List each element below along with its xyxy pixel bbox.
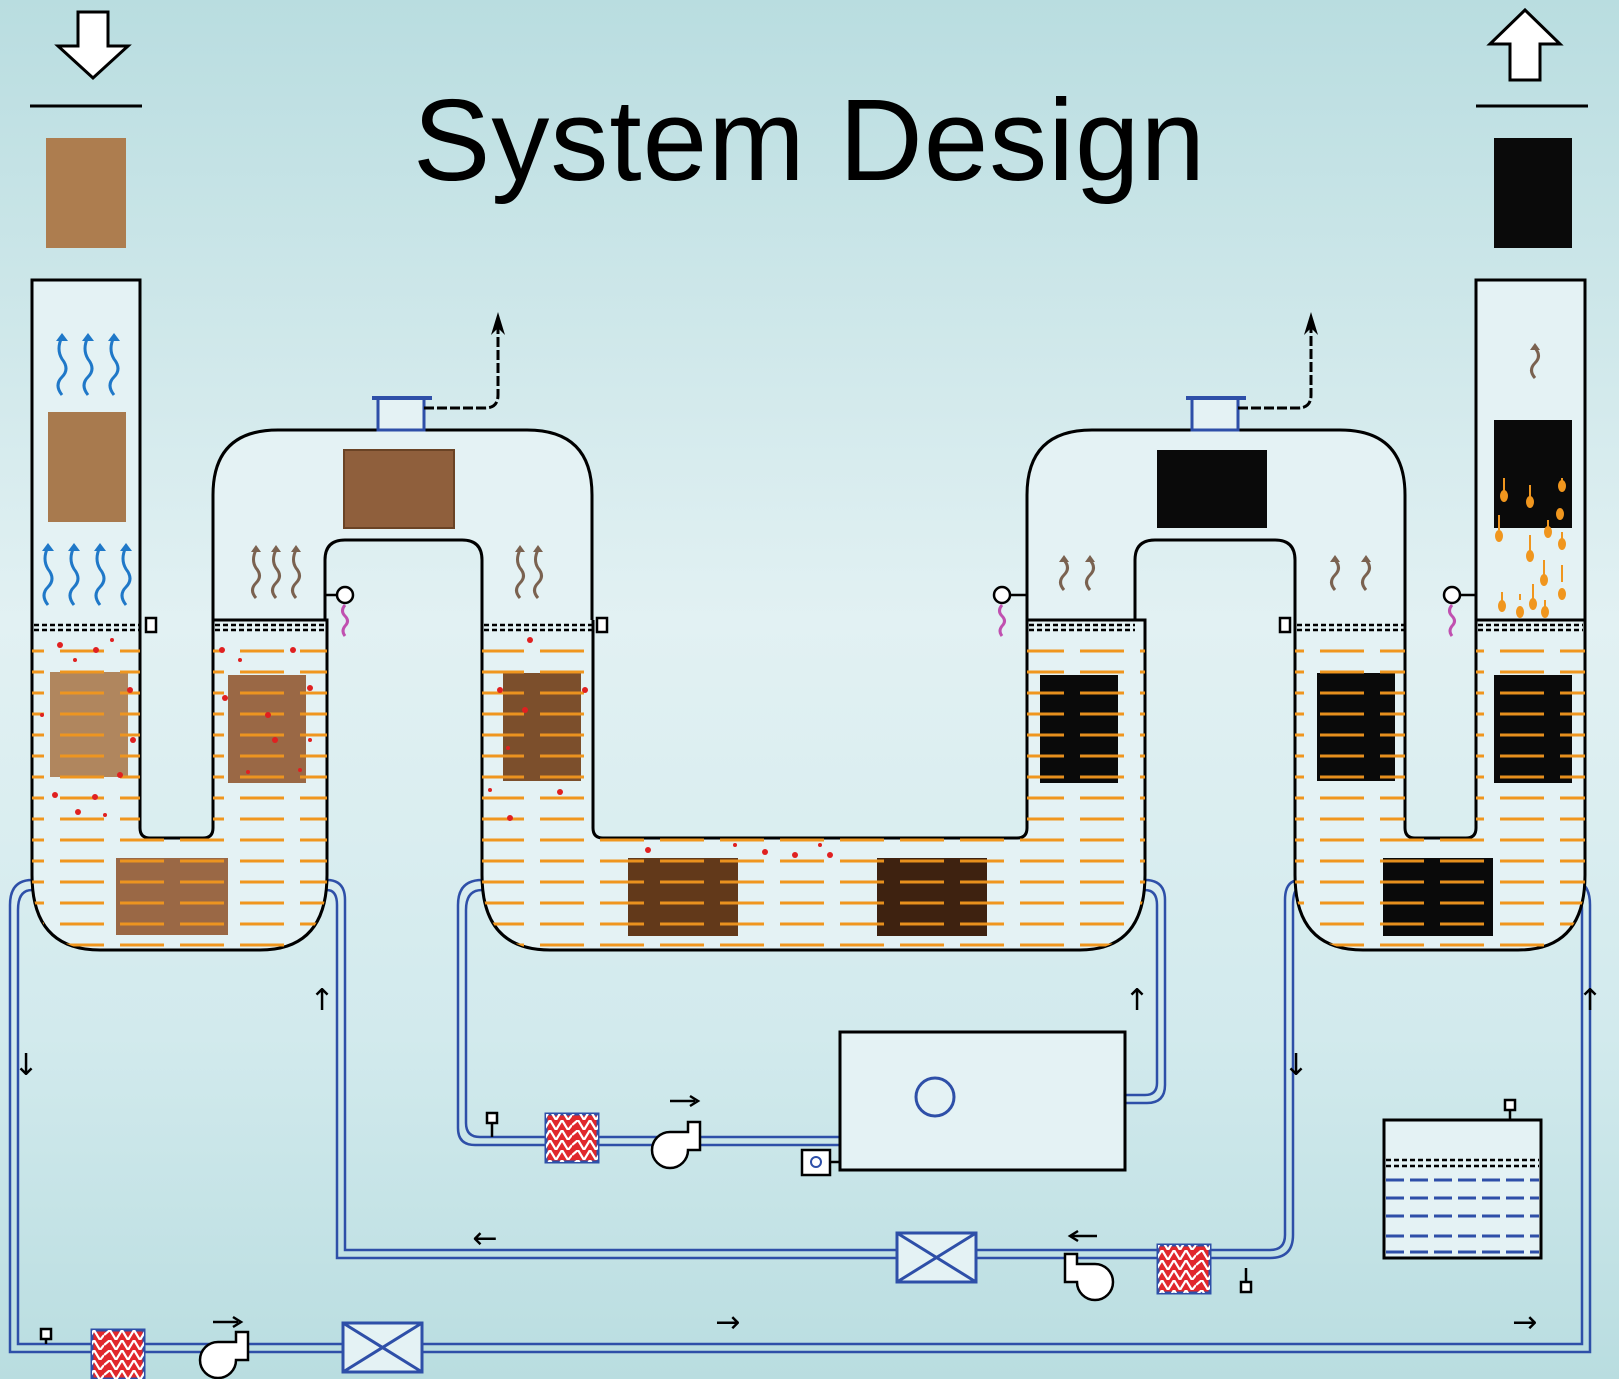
sample-tap-icon (1442, 585, 1462, 605)
up-arrow-icon (1486, 7, 1564, 82)
flow-arrows: ↑ ↑ ↑ ↓ ↓ ← → → (13, 983, 1602, 1340)
steam-cold-heads (42, 333, 132, 551)
sensor-icon (39, 1327, 53, 1341)
sensor-icon (1278, 616, 1292, 634)
water-storage-tank (1382, 1098, 1543, 1260)
product-box-inlet (46, 138, 126, 248)
sample-tap-icon (992, 585, 1012, 605)
heater-icon (544, 1112, 600, 1164)
pipe-loop-b-outer (326, 878, 1301, 1252)
flow-arrow: ↑ (309, 983, 334, 1018)
pipe-loop-c-inner (464, 888, 840, 1139)
sensor-icon (1503, 1098, 1517, 1112)
vent-1 (372, 312, 505, 432)
down-arrow-icon (54, 10, 132, 81)
level-gauge-icon (914, 1076, 956, 1118)
pump-icon (1063, 1229, 1115, 1302)
vent-arrow-icon (424, 320, 500, 410)
product-box (343, 449, 455, 529)
heat-exchangers (341, 1231, 978, 1374)
heat-exchanger-icon (341, 1321, 424, 1374)
pumps (198, 1094, 1115, 1379)
pipe-loop-c-outer (456, 878, 840, 1147)
product-box (1157, 450, 1267, 528)
pump-icon (198, 1315, 250, 1379)
vent-2 (1186, 312, 1318, 432)
drips (1495, 478, 1566, 618)
sensor-icon (595, 616, 609, 634)
vent-cap (1190, 396, 1240, 432)
reservoir-tank (800, 1030, 1127, 1177)
sensor-icon (485, 1111, 499, 1125)
pipe-loop-c-return-inner (1088, 888, 1159, 1097)
flow-arrow: ↓ (1283, 1048, 1308, 1083)
sensor-icon (144, 616, 158, 634)
heat-exchanger-icon (895, 1231, 978, 1284)
pump-icon (650, 1094, 702, 1170)
flow-arrow: ↓ (13, 1048, 38, 1083)
product-box (48, 412, 126, 522)
pipe-loop-a-inner (16, 888, 1584, 1346)
pipe-loop-b-inner (326, 886, 1301, 1260)
heater-icon (90, 1328, 146, 1379)
flow-arrow: → (1512, 1305, 1537, 1340)
flow-arrow: ↑ (1577, 983, 1602, 1018)
vent-cap (376, 396, 426, 432)
drain-valve-icon (800, 1148, 832, 1177)
flow-arrow: ↑ (1124, 983, 1149, 1018)
heater-icon (1156, 1243, 1212, 1295)
submerged-lines (32, 640, 1585, 950)
steam-hot (251, 347, 1540, 599)
pipe-loop-c-return-outer (1088, 878, 1167, 1105)
flow-arrow: → (715, 1305, 740, 1340)
bubbles (40, 637, 833, 858)
pipe-sensors (39, 1111, 1253, 1344)
sample-taps (325, 585, 1476, 637)
steam-hot-heads (251, 343, 1540, 562)
inlet-marker (30, 10, 142, 108)
liquid-surface-lines (34, 623, 1583, 632)
vent-arrow-icon (1238, 320, 1313, 410)
level-sensors (144, 616, 1292, 634)
product-box-outlet (1494, 138, 1572, 248)
page-title: System Design (412, 75, 1207, 205)
heaters (90, 1112, 1212, 1379)
steam-cold (42, 336, 132, 606)
outlet-marker (1476, 7, 1588, 108)
sensor-icon (1239, 1280, 1253, 1294)
sample-tap-icon (335, 585, 355, 605)
flow-arrow: ← (472, 1221, 497, 1256)
